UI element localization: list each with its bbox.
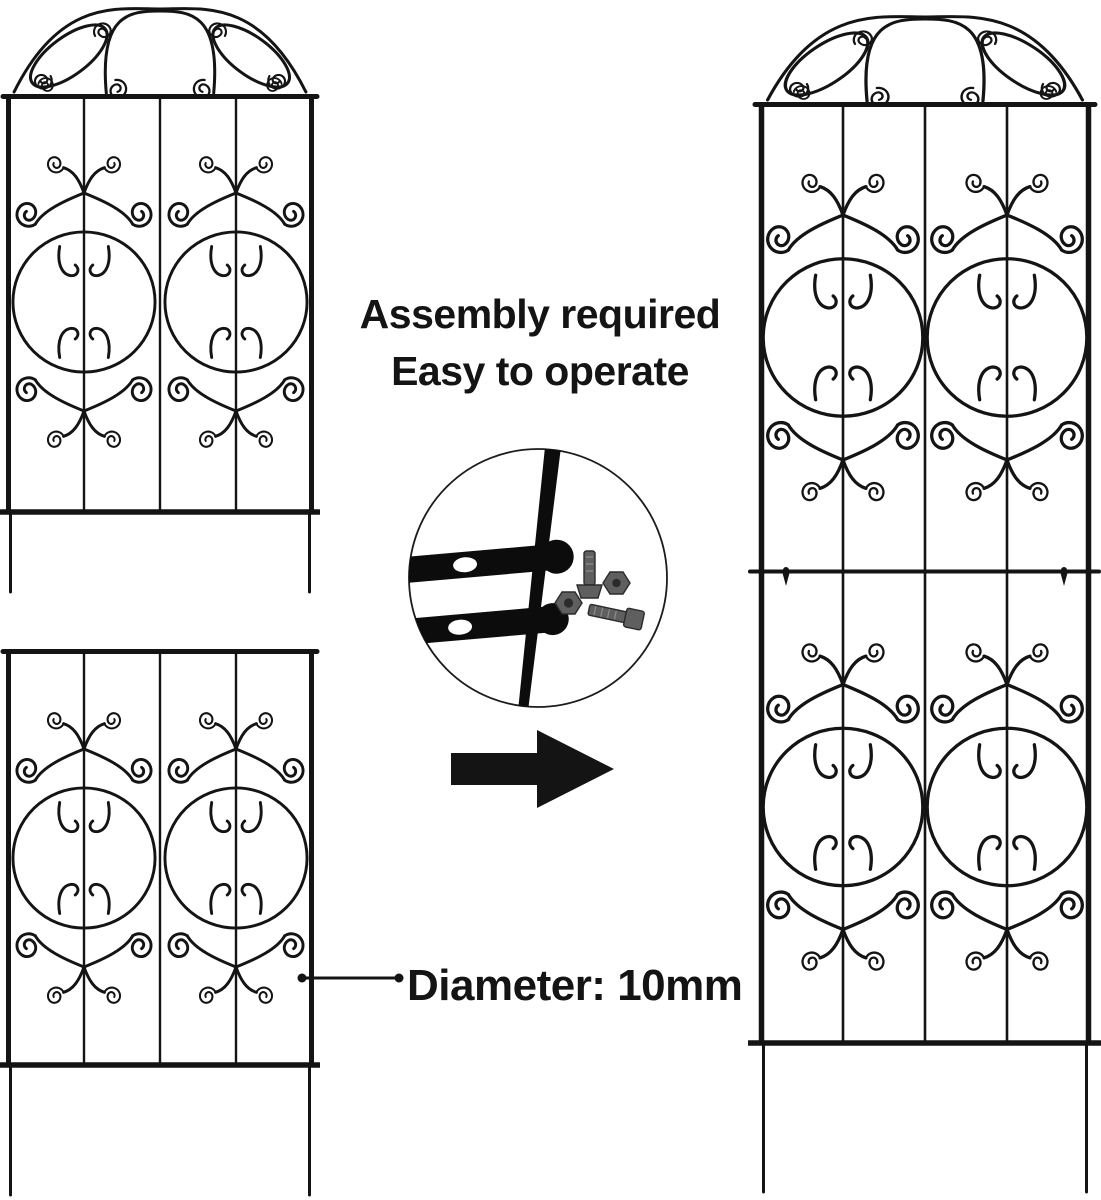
nut-icon bbox=[554, 591, 583, 615]
diameter-leader-line bbox=[297, 973, 404, 983]
arched-trellis-panel bbox=[0, 0, 320, 594]
panel-frame bbox=[0, 94, 320, 594]
right-arrow-icon bbox=[451, 730, 614, 808]
assembly-note-line2: Easy to operate bbox=[391, 348, 689, 394]
panel-frame bbox=[0, 649, 320, 1197]
joint-clips bbox=[782, 567, 1068, 586]
assembly-note: Assembly required Easy to operate bbox=[290, 286, 790, 400]
panel-frame bbox=[748, 102, 1101, 1194]
connector-strap bbox=[409, 539, 574, 583]
bolt-icon bbox=[576, 550, 603, 599]
bolt-icon bbox=[587, 603, 645, 631]
assembled-trellis-panel bbox=[748, 6, 1101, 1194]
nut-icon bbox=[602, 571, 631, 595]
flat-trellis-panel bbox=[0, 649, 320, 1197]
diameter-annotation: Diameter: 10mm bbox=[407, 961, 743, 1010]
trellis-rod bbox=[518, 449, 561, 707]
assembly-detail-inset bbox=[408, 448, 668, 708]
arch-top-icon bbox=[14, 9, 306, 99]
arch-top-icon bbox=[768, 17, 1083, 107]
assembly-note-line1: Assembly required bbox=[359, 291, 721, 337]
